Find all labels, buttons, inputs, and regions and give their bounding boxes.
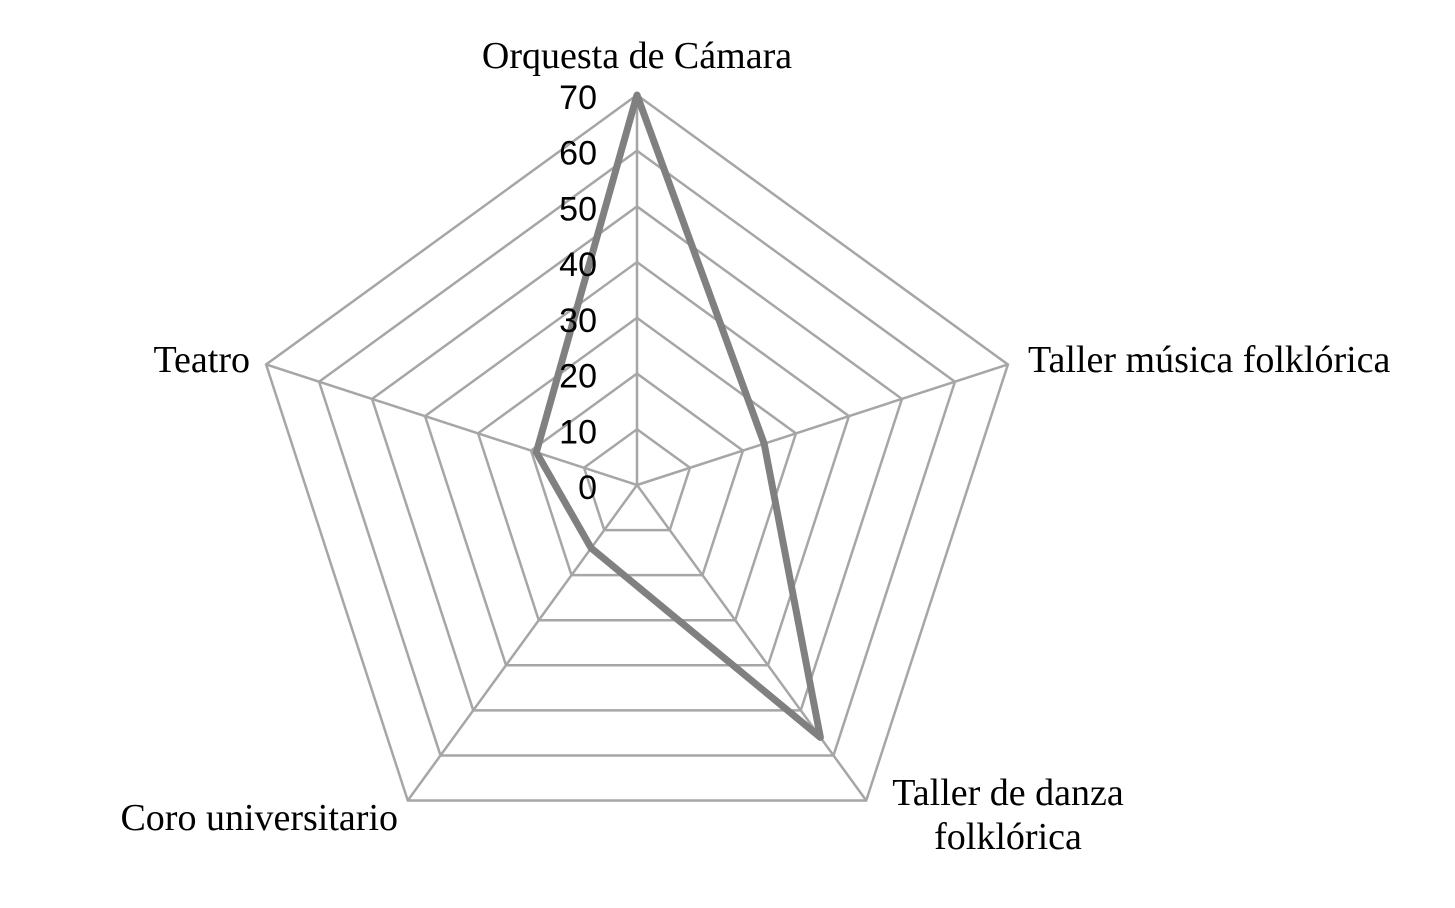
category-label: Coro universitario [120, 797, 398, 839]
grid-ring [317, 149, 957, 757]
tick-label: 0 [578, 469, 597, 507]
grid-ring [264, 93, 1010, 802]
category-label-line: Coro universitario [120, 797, 398, 839]
axis-spoke [635, 484, 868, 802]
axis-spoke [265, 363, 638, 487]
grid-ring [529, 372, 745, 577]
category-label-line: folklórica [934, 816, 1082, 858]
grid-ring [370, 204, 904, 712]
series-line [532, 91, 824, 741]
grid-ring [476, 316, 798, 622]
grid-ring [423, 260, 851, 667]
tick-label: 70 [559, 79, 597, 117]
category-label: Orquesta de Cámara [482, 35, 792, 77]
category-label-line: Taller de danza [892, 772, 1124, 814]
tick-label: 40 [559, 246, 597, 284]
axis-spoke [406, 484, 639, 802]
tick-label: 20 [559, 358, 597, 396]
category-label: Taller música folklórica [1028, 339, 1391, 381]
grid-ring [582, 427, 692, 532]
tick-label: 60 [559, 135, 597, 173]
category-label-line: Teatro [153, 339, 250, 381]
tick-label: 10 [559, 413, 597, 451]
tick-label: 50 [559, 190, 597, 228]
category-label-line: Orquesta de Cámara [482, 35, 792, 77]
axis-spoke [636, 363, 1009, 487]
tick-label: 30 [559, 302, 597, 340]
category-label: Teatro [153, 339, 250, 381]
category-label-line: Taller música folklórica [1028, 339, 1391, 381]
